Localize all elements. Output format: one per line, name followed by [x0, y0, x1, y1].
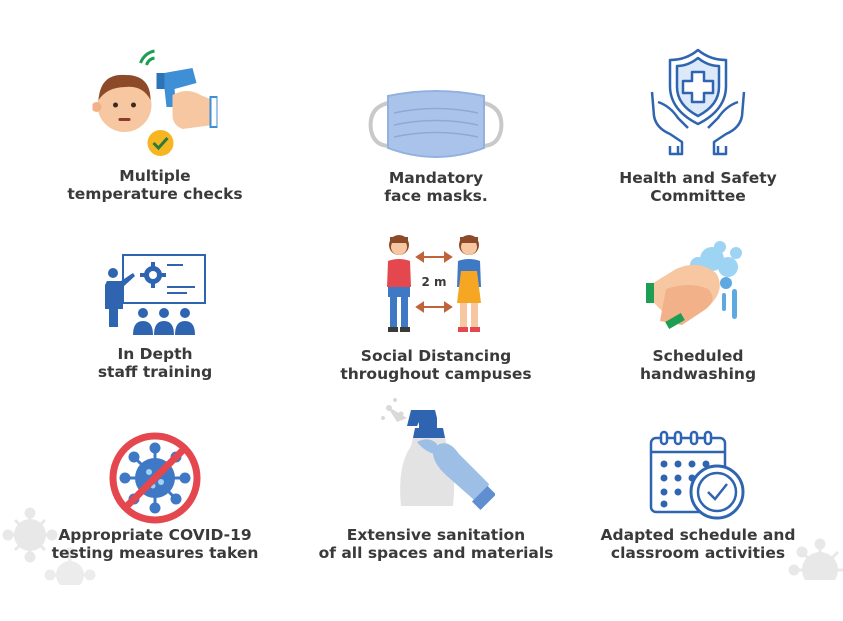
feature-staff-training: In Depth staff training [25, 225, 285, 395]
face-mask-icon [368, 90, 504, 158]
feature-label-line2: throughout campuses [340, 365, 532, 383]
feature-label-line2: temperature checks [67, 185, 243, 203]
feature-face-masks: Mandatory face masks. [306, 40, 566, 210]
feature-label-line2: testing measures taken [51, 544, 259, 562]
feature-label-line1: Social Distancing [360, 347, 512, 365]
feature-label-line2: handwashing [639, 365, 757, 383]
feature-label-line1: Mandatory [388, 169, 484, 187]
shield-hands-icon [650, 48, 746, 156]
feature-label-line1: Extensive sanitation [346, 526, 526, 544]
feature-label-line2: of all spaces and materials [318, 544, 554, 562]
feature-label-line1: Health and Safety [619, 169, 777, 187]
feature-label-line2: face masks. [384, 187, 488, 205]
calendar-clock-icon [649, 430, 745, 520]
no-virus-icon [109, 432, 201, 524]
feature-label-line1: Multiple [119, 167, 191, 185]
background-virus-icon [44, 547, 96, 585]
feature-label-line2: classroom activities [610, 544, 786, 562]
feature-label-line2: staff training [97, 363, 213, 381]
feature-label-line1: Appropriate COVID-19 [58, 526, 252, 544]
background-virus-icon [2, 507, 58, 563]
background-virus-icon [788, 538, 843, 580]
feature-covid-testing: Appropriate COVID-19 testing measures ta… [25, 402, 285, 572]
thermometer-gun-icon [92, 49, 218, 156]
feature-adapted-schedule: Adapted schedule and classroom activitie… [568, 402, 828, 572]
feature-label-line1: Scheduled [652, 347, 744, 365]
feature-social-distancing: 2 m Social Distancing throughout campuse… [306, 225, 566, 395]
feature-label-line1: In Depth [117, 345, 193, 363]
feature-handwashing: Scheduled handwashing [568, 225, 828, 395]
social-distancing-icon: 2 m [387, 235, 481, 332]
training-icon [105, 254, 206, 335]
feature-label-line1: Adapted schedule and [600, 526, 796, 544]
spray-bottle-icon [381, 398, 495, 511]
feature-label-line2: Committee [650, 187, 746, 205]
distance-label: 2 m [421, 275, 446, 289]
feature-temperature-checks: Multiple temperature checks [25, 40, 285, 210]
feature-health-safety-committee: Health and Safety Committee [568, 40, 828, 210]
handwashing-icon [646, 241, 742, 329]
feature-sanitation: Extensive sanitation of all spaces and m… [306, 398, 566, 572]
